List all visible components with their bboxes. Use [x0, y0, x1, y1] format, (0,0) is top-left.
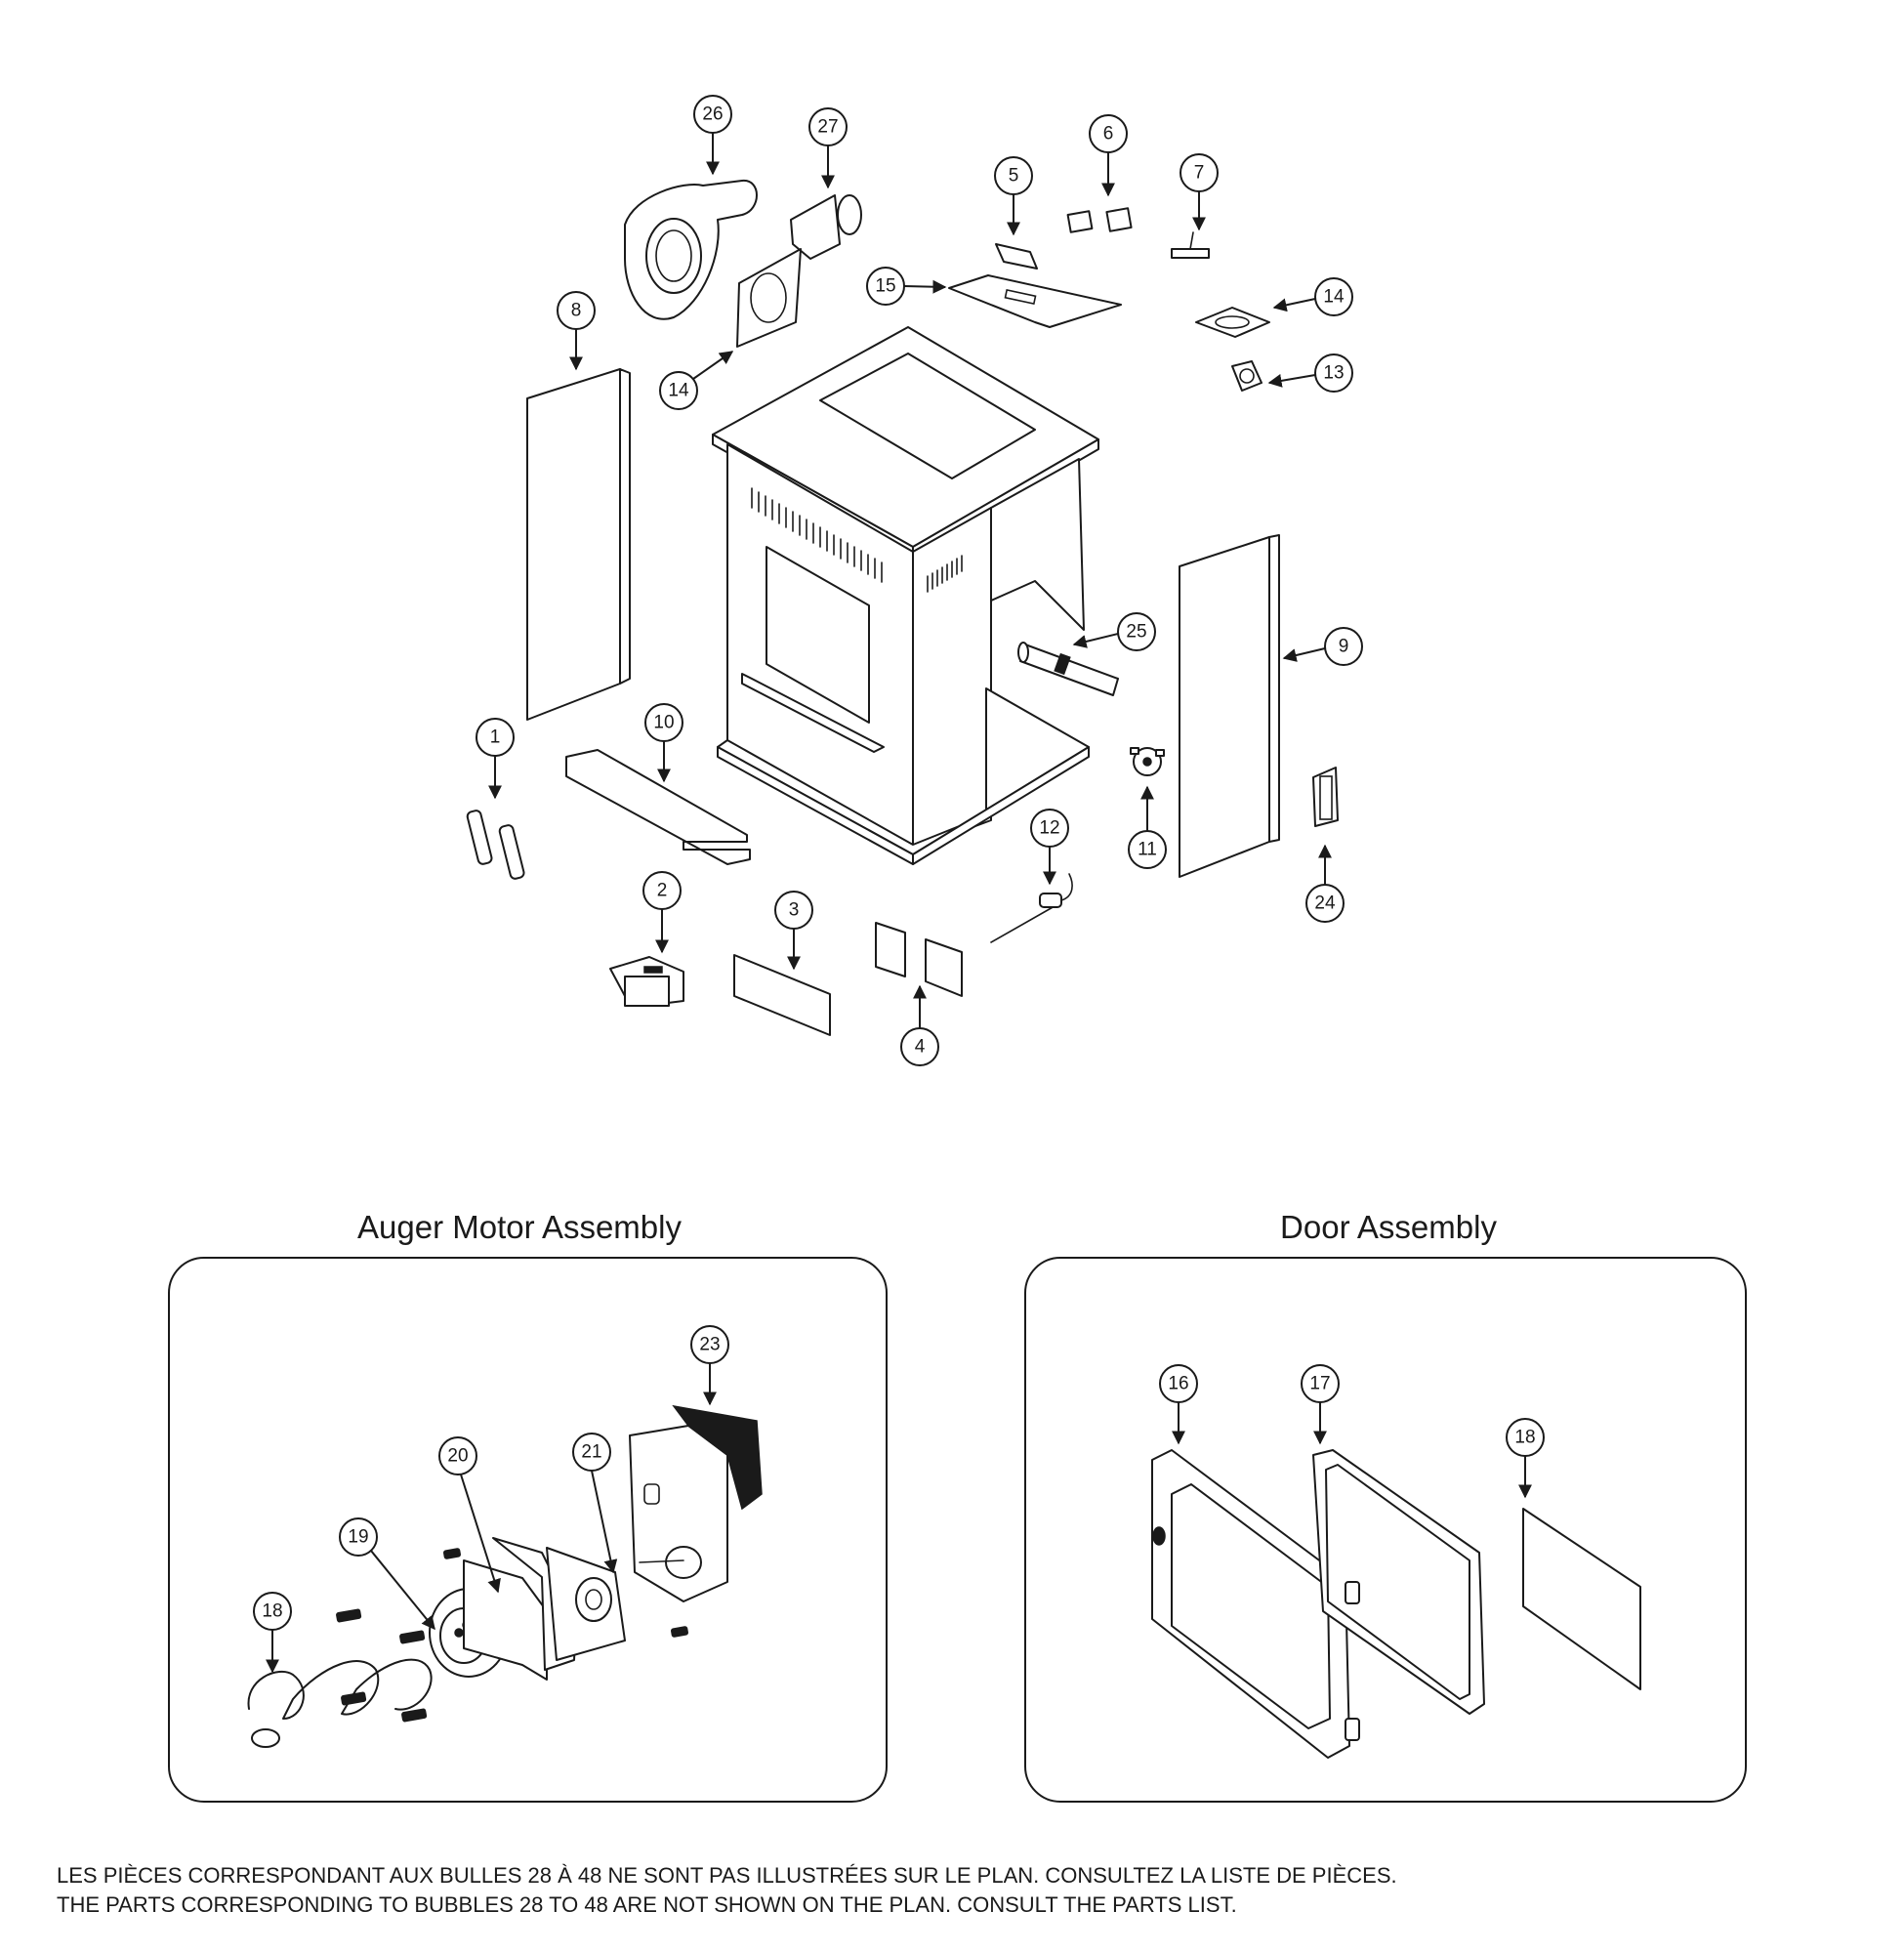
- callout-19: 18: [253, 1592, 292, 1631]
- heat-shield: [565, 749, 751, 865]
- control-panel: [1312, 767, 1339, 827]
- blower: [624, 179, 758, 320]
- callout-14-right: 14: [1314, 277, 1353, 316]
- callout-6: 6: [1089, 114, 1128, 153]
- svg-text:21: 21: [581, 1442, 601, 1463]
- svg-text:26: 26: [702, 104, 723, 125]
- callout-17: 17: [1301, 1364, 1340, 1403]
- door-assembly: [1151, 1449, 1641, 1759]
- callout-4: 4: [900, 1027, 939, 1066]
- callout-23: 23: [690, 1325, 729, 1364]
- svg-text:20: 20: [447, 1446, 468, 1467]
- callout-10: 10: [644, 703, 683, 742]
- deflector-plate: [733, 954, 831, 1036]
- auger-panel-title: Auger Motor Assembly: [357, 1209, 682, 1245]
- callout-25: 25: [1117, 612, 1156, 651]
- callout-22: 21: [572, 1433, 611, 1472]
- callout-9: 9: [1324, 627, 1363, 666]
- callout-18: 18: [1506, 1418, 1545, 1457]
- svg-text:3: 3: [789, 900, 800, 921]
- callout-21: 20: [438, 1436, 477, 1475]
- callout-24: 24: [1305, 884, 1345, 923]
- svg-text:23: 23: [699, 1335, 720, 1355]
- svg-text:12: 12: [1039, 818, 1059, 839]
- callout-14-left: 14: [659, 371, 698, 410]
- fuse-tube: [1017, 642, 1119, 696]
- callout-20: 19: [339, 1517, 378, 1557]
- callout-3: 3: [774, 891, 813, 930]
- svg-text:4: 4: [915, 1037, 926, 1058]
- svg-text:1: 1: [490, 727, 501, 748]
- callout-26: 26: [693, 95, 732, 134]
- exhaust-adapter: [790, 194, 862, 260]
- svg-text:25: 25: [1126, 622, 1146, 643]
- top-plate: [948, 274, 1122, 328]
- note-french: LES PIÈCES CORRESPONDANT AUX BULLES 28 À…: [57, 1863, 1397, 1888]
- hinges: [1066, 207, 1133, 233]
- callout-11: 11: [1128, 830, 1167, 869]
- svg-text:24: 24: [1314, 893, 1336, 914]
- svg-text:6: 6: [1103, 124, 1114, 145]
- igniter: [990, 873, 1073, 943]
- svg-text:14: 14: [668, 381, 689, 401]
- flange: [1231, 360, 1262, 392]
- svg-text:15: 15: [875, 276, 895, 297]
- svg-text:2: 2: [657, 881, 668, 901]
- auger-assembly: [247, 1404, 763, 1748]
- callout-27: 27: [808, 107, 848, 146]
- svg-text:14: 14: [1323, 287, 1345, 308]
- block: [995, 243, 1038, 270]
- temperature-sensor: [1130, 747, 1165, 776]
- callout-8: 8: [557, 291, 596, 330]
- left-side-panel: [526, 368, 631, 721]
- stove-body: [712, 326, 1099, 865]
- svg-text:10: 10: [653, 713, 674, 733]
- svg-text:27: 27: [817, 117, 838, 138]
- svg-text:9: 9: [1339, 637, 1349, 657]
- bolts: [466, 810, 525, 880]
- door-panel-title: Door Assembly: [1280, 1209, 1497, 1245]
- switch-box: [609, 956, 684, 1007]
- svg-text:11: 11: [1138, 840, 1157, 860]
- svg-text:8: 8: [571, 301, 582, 321]
- right-side-panel: [1179, 534, 1280, 878]
- svg-text:16: 16: [1168, 1374, 1188, 1394]
- callout-1: 1: [476, 718, 515, 757]
- switch: [1171, 231, 1210, 259]
- svg-text:5: 5: [1009, 166, 1019, 187]
- svg-text:18: 18: [1514, 1428, 1535, 1448]
- svg-text:7: 7: [1194, 163, 1205, 184]
- callout-16: 16: [1159, 1364, 1198, 1403]
- svg-text:13: 13: [1323, 363, 1344, 384]
- svg-text:19: 19: [348, 1527, 368, 1548]
- callout-13: 13: [1314, 353, 1353, 393]
- svg-text:17: 17: [1309, 1374, 1330, 1394]
- gasket-2: [1195, 307, 1270, 338]
- callout-7: 7: [1180, 153, 1219, 192]
- gasket: [736, 248, 802, 348]
- brackets: [875, 922, 963, 997]
- callout-12: 12: [1030, 809, 1069, 848]
- callout-5: 5: [994, 156, 1033, 195]
- callout-15: 15: [866, 267, 905, 306]
- auger-panel-frame: [168, 1257, 888, 1803]
- callout-2: 2: [642, 871, 682, 910]
- svg-text:18: 18: [262, 1601, 282, 1622]
- door-panel-frame: [1024, 1257, 1747, 1803]
- note-english: THE PARTS CORRESPONDING TO BUBBLES 28 TO…: [57, 1892, 1237, 1917]
